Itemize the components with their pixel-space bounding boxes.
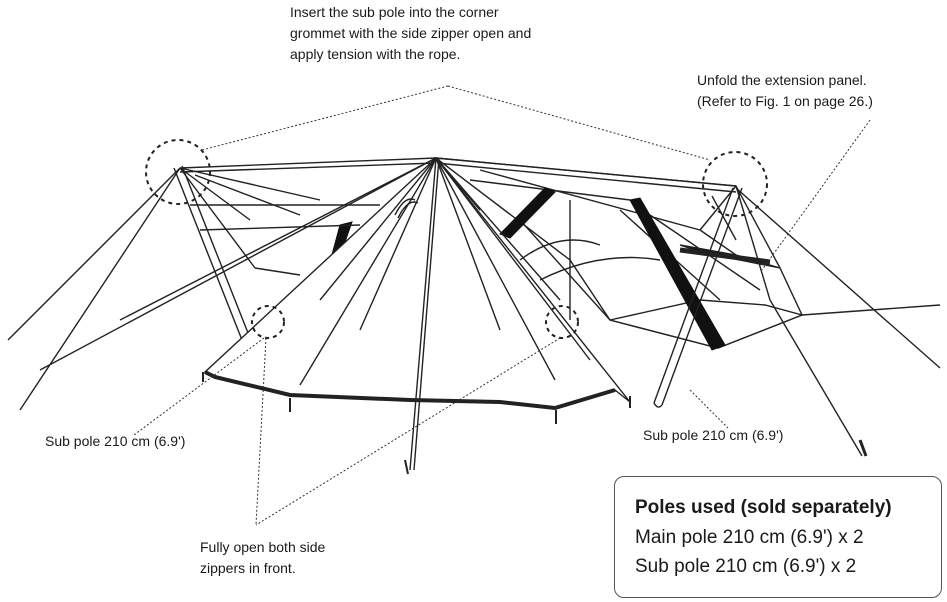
poles-used-box: Poles used (sold separately) Main pole 2… <box>614 476 942 598</box>
insert-sub-pole-line-2: grommet with the side zipper open and <box>290 25 532 41</box>
poles-used-title: Poles used (sold separately) <box>635 497 892 518</box>
side-zippers-line-1: Fully open both side <box>200 539 326 555</box>
insert-sub-pole-line-1: Insert the sub pole into the corner <box>290 4 499 20</box>
sub-pole-left-label: Sub pole 210 cm (6.9') <box>45 433 186 449</box>
right-sub-pole <box>653 185 868 457</box>
side-zippers-line-2: zippers in front. <box>200 560 296 576</box>
insert-sub-pole-line-3: apply tension with the rope. <box>290 46 461 62</box>
callout-circles <box>145 139 768 339</box>
sub-pole-line: Sub pole 210 cm (6.9') x 2 <box>635 556 857 577</box>
extension-panel-line-1: Unfold the extension panel. <box>697 72 867 88</box>
extension-panel-line-2: (Refer to Fig. 1 on page 26.) <box>697 93 873 109</box>
sub-pole-right-label: Sub pole 210 cm (6.9') <box>643 427 784 443</box>
insert-sub-pole-callout: Insert the sub pole into the corner grom… <box>290 2 531 65</box>
leader-lines <box>133 85 871 526</box>
tipi-body <box>203 156 631 471</box>
stakes <box>202 372 631 475</box>
guy-ropes <box>7 157 941 411</box>
extension-panel-callout: Unfold the extension panel. (Refer to Fi… <box>697 70 873 112</box>
side-zippers-callout: Fully open both side zippers in front. <box>200 537 325 579</box>
main-pole-line: Main pole 210 cm (6.9') x 2 <box>635 527 864 548</box>
